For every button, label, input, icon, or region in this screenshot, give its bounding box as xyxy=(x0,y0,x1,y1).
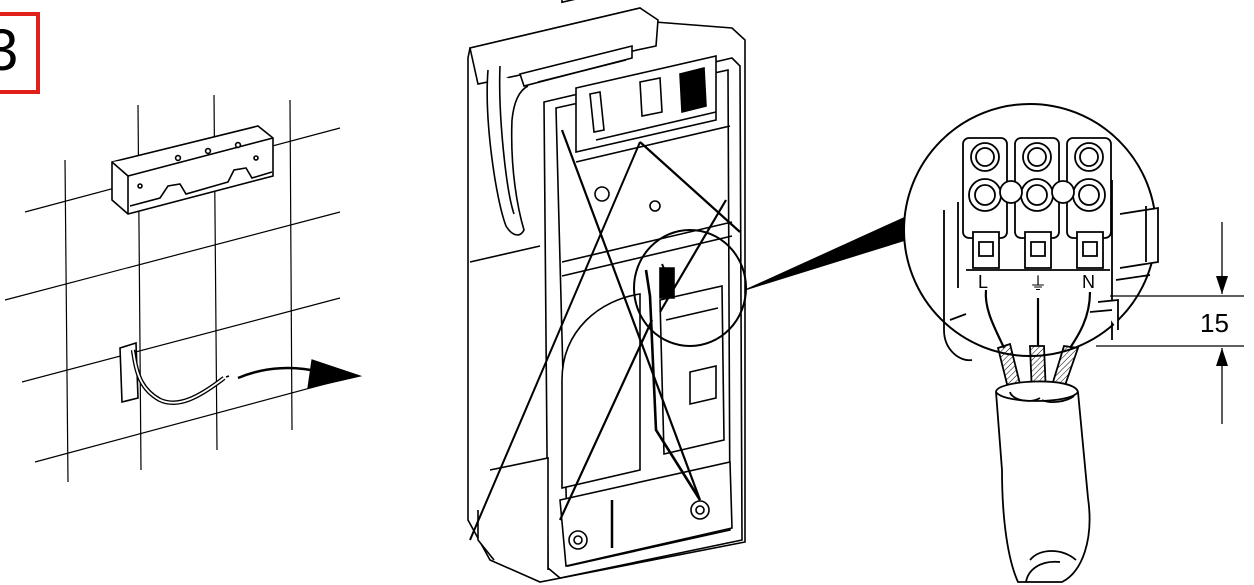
magnification-funnel xyxy=(744,214,923,291)
wall-section xyxy=(5,95,363,482)
wall-cable-outlet xyxy=(120,343,229,403)
terminal-label-earth: ⏚ xyxy=(1029,274,1047,294)
step-number: 3 xyxy=(0,18,19,83)
strip-length-dimension xyxy=(1096,222,1244,424)
step-frame xyxy=(0,12,40,94)
direction-arrow-icon xyxy=(238,359,363,389)
mounting-bracket xyxy=(112,126,273,214)
strip-length-value: 15 xyxy=(1200,308,1229,338)
supply-cable-sheath xyxy=(996,381,1090,582)
terminal-block-detail xyxy=(904,104,1158,396)
hand-dryer-unit xyxy=(468,0,745,582)
terminal-label-live: L xyxy=(978,272,988,292)
terminal-zoom-marker xyxy=(634,230,746,346)
terminal-label-neutral: N xyxy=(1082,272,1095,292)
